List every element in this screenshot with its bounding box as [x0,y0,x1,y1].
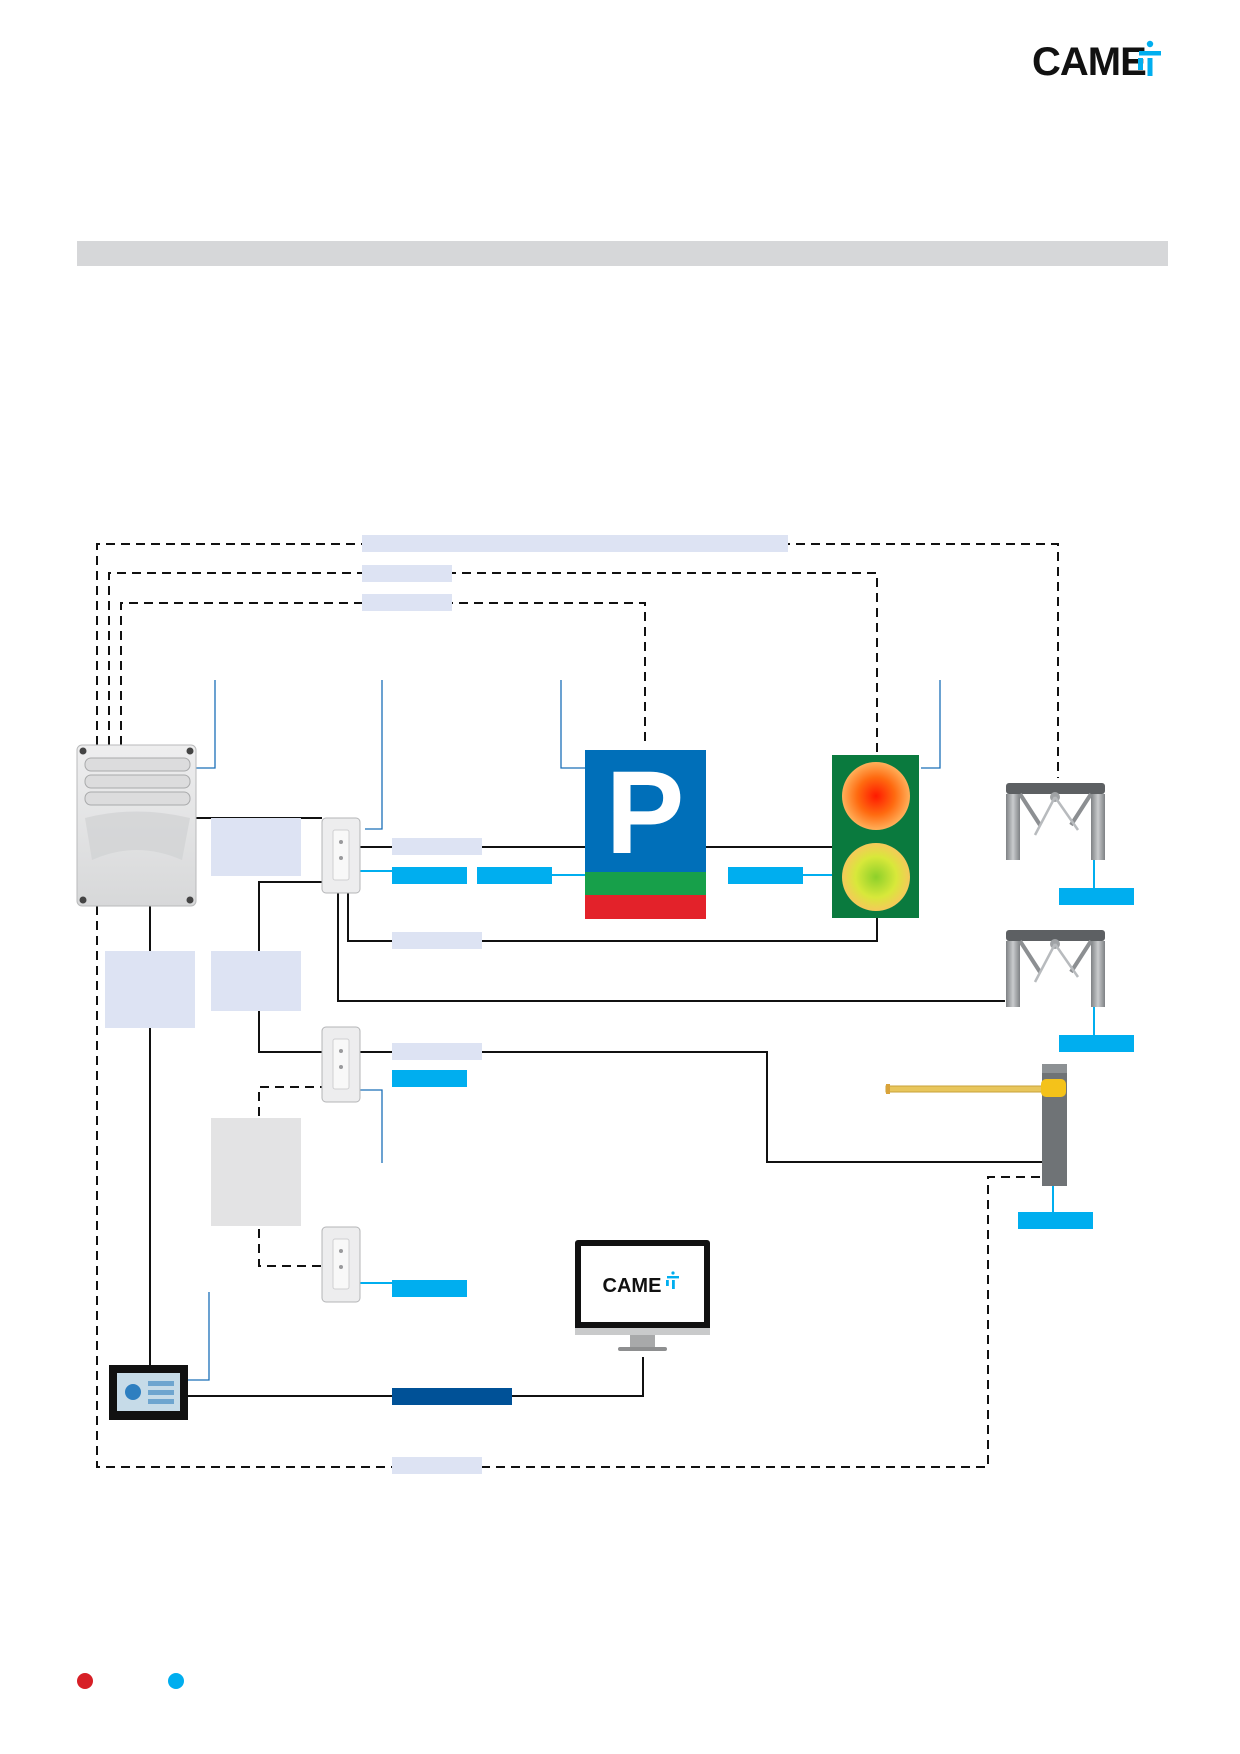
leader-touch-panel [188,1292,210,1381]
label-box-blue [392,1070,467,1087]
label-box-blue [1059,888,1134,905]
leader-control-panel [196,680,216,769]
parking-letter: P [606,747,685,879]
turnstile-icon [1006,930,1105,1007]
dashed-link-module-2 [258,1086,322,1116]
label-box-blue [1018,1212,1093,1229]
label-box [392,1043,482,1060]
label-box [105,951,195,1028]
monitor-icon: CAME [575,1240,710,1351]
turnstile-icon [1006,783,1105,860]
legend-dot-red [77,1673,93,1689]
label-box-blue [392,867,467,884]
touch-panel-icon [109,1365,188,1420]
label-boxes [105,535,1134,1474]
came-logo-text: CAME [1032,40,1147,84]
legend-dot-blue [168,1673,184,1689]
control-panel-icon [76,744,197,907]
dashed-link-barrier [96,906,1046,1468]
label-box [392,1457,482,1474]
label-box-blue [1059,1035,1134,1052]
label-box [362,594,452,611]
label-box-blue [728,867,803,884]
leader-traffic-light [921,680,941,769]
wire-module1-turnstile2 [337,893,1005,1002]
blue-connectors [360,858,1095,1284]
wire-touch-monitor [188,1357,644,1397]
barrier-icon [885,1064,1067,1186]
came-logo-mark-icon [1138,40,1161,76]
label-box [211,1118,301,1226]
parking-sign-icon: P [585,747,706,919]
io-module-icon [321,1226,361,1303]
wire-module1-light [347,893,878,942]
io-module-icon [321,1026,361,1103]
dashed-link-turnstile [96,543,1059,778]
traffic-light-icon [832,755,919,918]
label-box [211,951,301,1011]
dashed-link-parking-sign [120,602,646,745]
label-box [362,535,788,552]
annotation-leaders [188,680,941,1381]
leader-module-2 [360,1089,383,1163]
label-box-blue [392,1280,467,1297]
wire-module2-barrier [360,1051,1043,1163]
section-header-bar [77,241,1168,266]
label-box-dark [392,1388,512,1405]
leader-parking-sign [560,680,585,769]
dashed-link-module-3 [258,1229,322,1267]
label-box [392,932,482,949]
io-module-icon [321,817,361,894]
label-box [392,838,482,855]
label-box [211,818,301,876]
leader-module-1 [365,680,383,830]
came-logo: CAME [1032,38,1182,86]
label-box-blue [477,867,552,884]
monitor-screen-logo: CAME [603,1275,662,1297]
dashed-link-traffic-light [108,572,878,755]
label-box [362,565,452,582]
